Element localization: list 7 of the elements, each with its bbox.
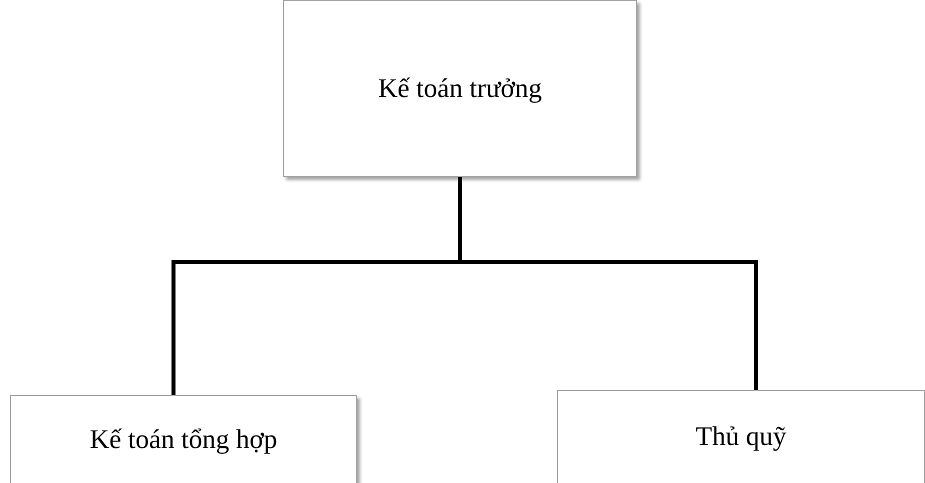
position-title: Thủ quỹ [696,421,786,452]
position-box [557,390,925,483]
connector-line [458,177,758,390]
position-box [10,395,357,483]
position-title: Kế toán trưởng [378,73,542,104]
position-title: Kế toán tổng hợp [90,424,278,454]
position-box [283,0,637,177]
